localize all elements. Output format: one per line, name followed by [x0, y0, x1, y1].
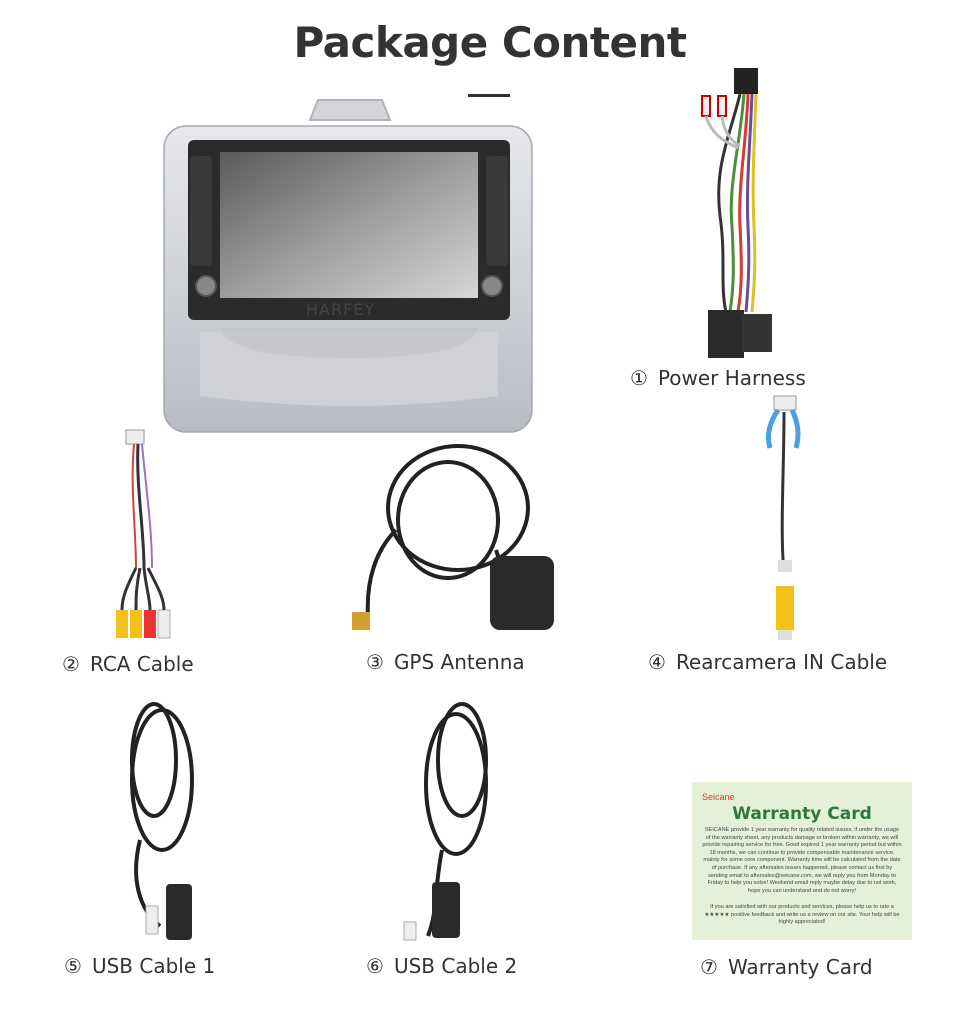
rearcamera-cable-image — [756, 392, 816, 646]
usb-cable-1-image — [110, 700, 206, 950]
warranty-card-title: Warranty Card — [732, 804, 872, 824]
page-title: Package Content — [293, 18, 687, 67]
usb-cable-2-image — [398, 700, 508, 950]
warranty-card-body: SEICANE provide 1 year warranty for qual… — [702, 827, 902, 894]
title-underline — [468, 94, 510, 97]
power-harness-image — [690, 66, 790, 362]
warranty-card-brand: Seicane — [702, 792, 735, 802]
device-brand-label: HARFEY — [306, 300, 376, 319]
warranty-card-image: Seicane Warranty Card SEICANE provide 1 … — [692, 782, 912, 940]
rca-cable-image — [106, 428, 176, 648]
warranty-card-footer: If you are satisfied with our products a… — [704, 904, 900, 926]
head-unit-image: HARFEY — [160, 96, 538, 436]
gps-antenna-image — [346, 440, 560, 636]
